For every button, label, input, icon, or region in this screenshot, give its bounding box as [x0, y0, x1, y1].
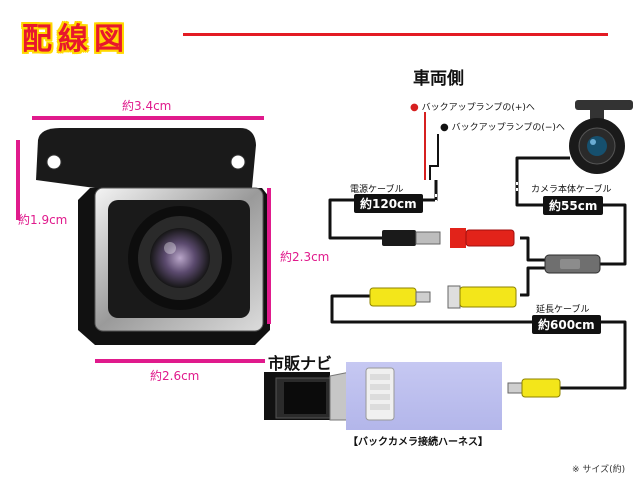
small-camera	[569, 100, 633, 174]
dimension-lines	[16, 116, 271, 363]
nav-label: 市販ナビ	[268, 354, 333, 373]
lamp-minus-label: バックアップランプの(−)へ	[451, 123, 565, 133]
title-underline	[183, 33, 608, 36]
page-title: 配線図	[22, 22, 130, 57]
camera-cable-length: 約55cm	[543, 196, 604, 215]
dc-plug	[382, 230, 441, 246]
dim-height-right: 約2.3cm	[280, 250, 330, 264]
navigation-unit	[264, 371, 351, 421]
rca-pair-upper	[369, 285, 517, 309]
harness-connector	[365, 367, 395, 421]
lamp-wires	[424, 112, 439, 180]
vehicle-side-label: 車両側	[413, 69, 464, 89]
power-cable-name: 電源ケーブル	[350, 185, 404, 195]
camera-cable-name: カメラ本体ケーブル	[531, 185, 612, 195]
dc-socket	[450, 228, 515, 248]
camera-photo	[36, 128, 270, 345]
cable-breaks	[435, 182, 626, 318]
black-dot-icon: ●	[440, 122, 449, 133]
lamp-minus-note: ● バックアップランプの(−)へ	[440, 120, 565, 133]
extension-cable-name: 延長ケーブル	[536, 305, 590, 315]
size-note: ※ サイズ(約)	[572, 465, 626, 475]
dim-height-left: 約1.9cm	[18, 213, 68, 227]
extension-cable-length: 約600cm	[532, 315, 601, 334]
power-cable-length: 約120cm	[354, 194, 423, 213]
harness-label: 【バックカメラ接続ハーネス】	[348, 437, 488, 448]
dim-width-top: 約3.4cm	[122, 99, 172, 113]
lamp-plus-note: ● バックアップランプの(+)へ	[410, 100, 535, 113]
dim-width-bottom: 約2.6cm	[150, 369, 200, 383]
red-dot-icon: ●	[410, 102, 419, 113]
lamp-plus-label: バックアップランプの(+)へ	[421, 103, 535, 113]
splitter	[544, 254, 601, 274]
